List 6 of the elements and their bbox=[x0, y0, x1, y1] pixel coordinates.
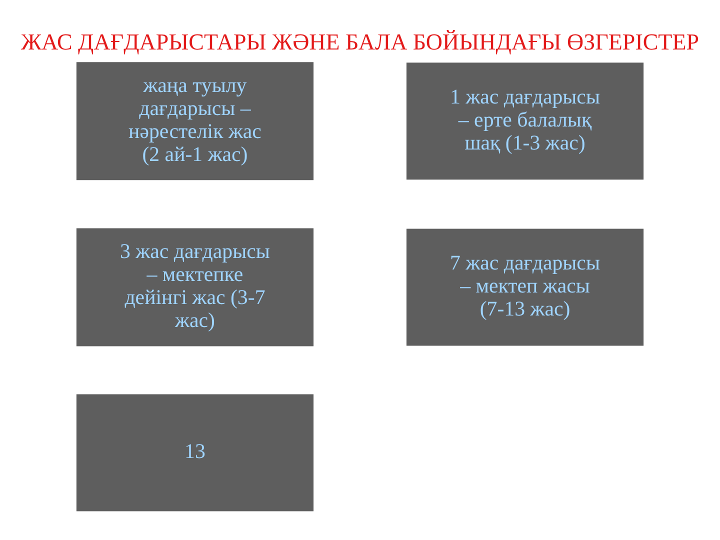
diagram-title: ЖАС ДАҒДАРЫСТАРЫ ЖӘНЕ БАЛА БОЙЫНДАҒЫ ӨЗГЕРІСТЕР bbox=[20, 30, 700, 55]
node-box: жаңа туылу дағдарысы – нәрестелік жас (2 ай-1 жас) bbox=[73, 59, 317, 184]
node-box: 3 жас дағдарысы – мектепке дейінгі жас (3-7 жас) bbox=[73, 225, 317, 350]
node-box: 13 bbox=[73, 391, 317, 514]
node-box: 7 жас дағдарысы – мектеп жасы (7-13 жас) bbox=[403, 226, 647, 349]
node-box: 1 жас дағдарысы – ерте балалық шақ (1-3 жас) bbox=[403, 60, 647, 183]
